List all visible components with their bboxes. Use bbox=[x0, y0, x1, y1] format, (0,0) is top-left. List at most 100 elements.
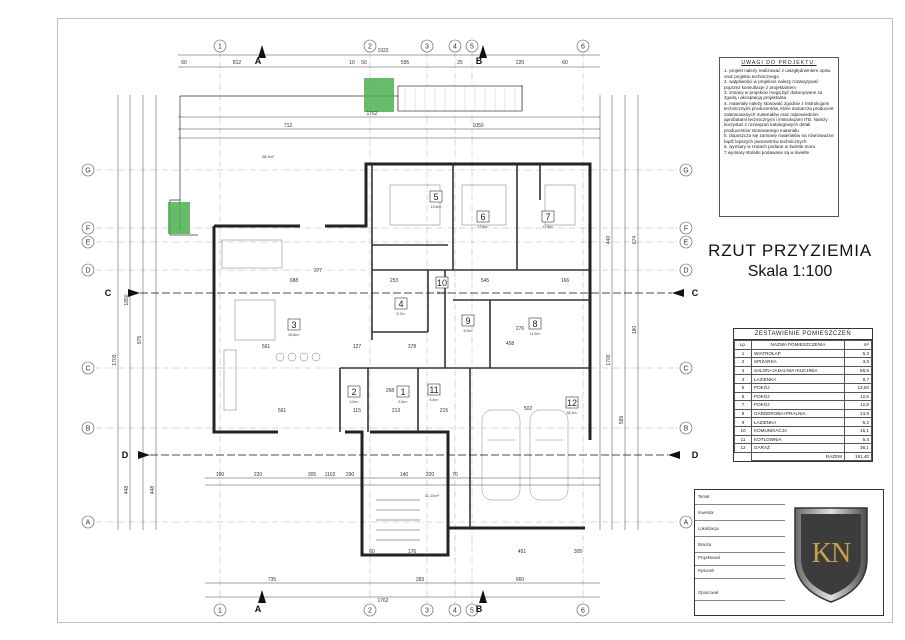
axis-label: B bbox=[684, 426, 689, 433]
dimension-value: 10 bbox=[349, 60, 355, 66]
title-block-label: Projektował bbox=[698, 555, 720, 560]
axis-bubble bbox=[81, 361, 95, 375]
axis-bubble bbox=[448, 39, 462, 53]
axis-label: 2 bbox=[368, 44, 372, 51]
dimension-value: 660 bbox=[516, 577, 525, 583]
title-block-label: Temat bbox=[698, 494, 710, 499]
axis-label: 3 bbox=[425, 44, 429, 51]
axis-label: 2 bbox=[368, 608, 372, 615]
room-number: 11 bbox=[429, 385, 438, 395]
row-area: 12,8 bbox=[844, 400, 872, 410]
axis-bubble bbox=[679, 361, 693, 375]
dimension-value: 1050 bbox=[472, 123, 483, 129]
row-name: WIATROŁAP bbox=[751, 348, 845, 359]
section-label: A bbox=[255, 56, 262, 66]
row-name: GARAŻ bbox=[751, 443, 845, 453]
dimension-value: 448 bbox=[150, 486, 156, 495]
row-area: 5,4 bbox=[844, 434, 872, 445]
title-block-row: Inwestor bbox=[695, 508, 785, 521]
dimension-value: 1850 bbox=[124, 294, 130, 305]
room-area: 5,2m² bbox=[464, 329, 474, 333]
shield-icon bbox=[794, 507, 868, 603]
room-number-box bbox=[396, 385, 410, 398]
axis-label: G bbox=[683, 168, 688, 175]
room-number-box bbox=[347, 385, 361, 398]
row-lp: 8 bbox=[734, 408, 752, 419]
dimension-value: 1703 bbox=[112, 354, 118, 365]
axis-bubble bbox=[679, 421, 693, 435]
title-block-label: Rysunek bbox=[698, 568, 715, 573]
room-area: 5,3m² bbox=[399, 400, 409, 404]
axis-label: 4 bbox=[453, 608, 457, 615]
section-label: D bbox=[692, 450, 699, 460]
note-item: 6. wymiary w rzutach podane w świetle mu… bbox=[724, 144, 816, 150]
room-number: 10 bbox=[437, 278, 447, 288]
dimension-value: 599 bbox=[619, 416, 625, 425]
header-lp: Lp. bbox=[734, 340, 752, 350]
title-block-label: Branża bbox=[698, 542, 712, 547]
row-lp: 11 bbox=[734, 434, 752, 445]
dimension-value: 458 bbox=[506, 341, 515, 347]
room-number-box bbox=[394, 297, 408, 310]
row-lp: 5 bbox=[734, 382, 752, 393]
row-name: KOTŁOWNIA bbox=[751, 434, 845, 445]
room-number: 9 bbox=[465, 316, 470, 326]
dimension-value: 176 bbox=[408, 549, 417, 555]
room-number-box bbox=[541, 210, 555, 223]
axis-bubble bbox=[81, 515, 95, 529]
dimension-value: 215 bbox=[440, 408, 449, 414]
dimension-value: 70 bbox=[452, 472, 458, 478]
note-item: 4. materiały należy stosować zgodnie z i… bbox=[724, 100, 834, 133]
room-area: 5,4m² bbox=[430, 398, 440, 402]
section-label: A bbox=[255, 604, 262, 614]
dimension-value: 305 bbox=[574, 549, 583, 555]
axis-label: F bbox=[86, 226, 90, 233]
axis-label: 6 bbox=[581, 608, 585, 615]
row-name: SPIŻARKA bbox=[751, 357, 845, 367]
dimension-value: 50 bbox=[361, 60, 367, 66]
axis-bubble bbox=[213, 603, 227, 617]
dimension-value: 1762 bbox=[377, 598, 388, 604]
section-label: C bbox=[105, 288, 112, 298]
dimension-value: 60 bbox=[369, 549, 375, 555]
rooms-table-title: ZESTAWIENIE POMIESZCZEŃ bbox=[734, 329, 872, 340]
row-lp: 12 bbox=[734, 443, 752, 453]
room-number: 2 bbox=[351, 387, 356, 397]
room-area: 13,5m² bbox=[431, 205, 443, 209]
header-name: NAZWA POMIESZCZENIA bbox=[751, 340, 845, 350]
axis-bubble bbox=[81, 163, 95, 177]
dimension-value: 812 bbox=[233, 60, 242, 66]
dimension-value: 60 bbox=[562, 60, 568, 66]
dimension-value: 253 bbox=[390, 278, 399, 284]
axis-bubble bbox=[465, 39, 479, 53]
sheet-border bbox=[57, 18, 893, 623]
logo-text: KN bbox=[811, 538, 851, 569]
room-area: 3,0m² bbox=[350, 400, 360, 404]
axis-bubble bbox=[679, 163, 693, 177]
room-number-box bbox=[476, 210, 490, 223]
axis-label: A bbox=[86, 520, 91, 527]
dimension-value: 100 bbox=[216, 472, 225, 478]
row-area: 56,8 bbox=[844, 365, 872, 376]
room-number: 8 bbox=[532, 319, 537, 329]
axis-label: 3 bbox=[425, 608, 429, 615]
dimension-value: 140 bbox=[400, 472, 409, 478]
note-item: 7.wymiary stolarki podawane są w świetle bbox=[724, 149, 810, 155]
room-area: 15,1m² bbox=[437, 291, 449, 295]
plant-icon bbox=[168, 202, 190, 234]
room-number-box bbox=[435, 276, 449, 289]
dimension-value: 378 bbox=[408, 344, 417, 350]
title-block-label: Lokalizacja bbox=[698, 526, 719, 531]
dimension-value: 276 bbox=[516, 326, 525, 332]
dimension-value: 166 bbox=[561, 278, 570, 284]
dimension-value: 1762 bbox=[366, 111, 377, 117]
title-block-row: Branża bbox=[695, 540, 785, 553]
axis-label: 1 bbox=[218, 44, 222, 51]
